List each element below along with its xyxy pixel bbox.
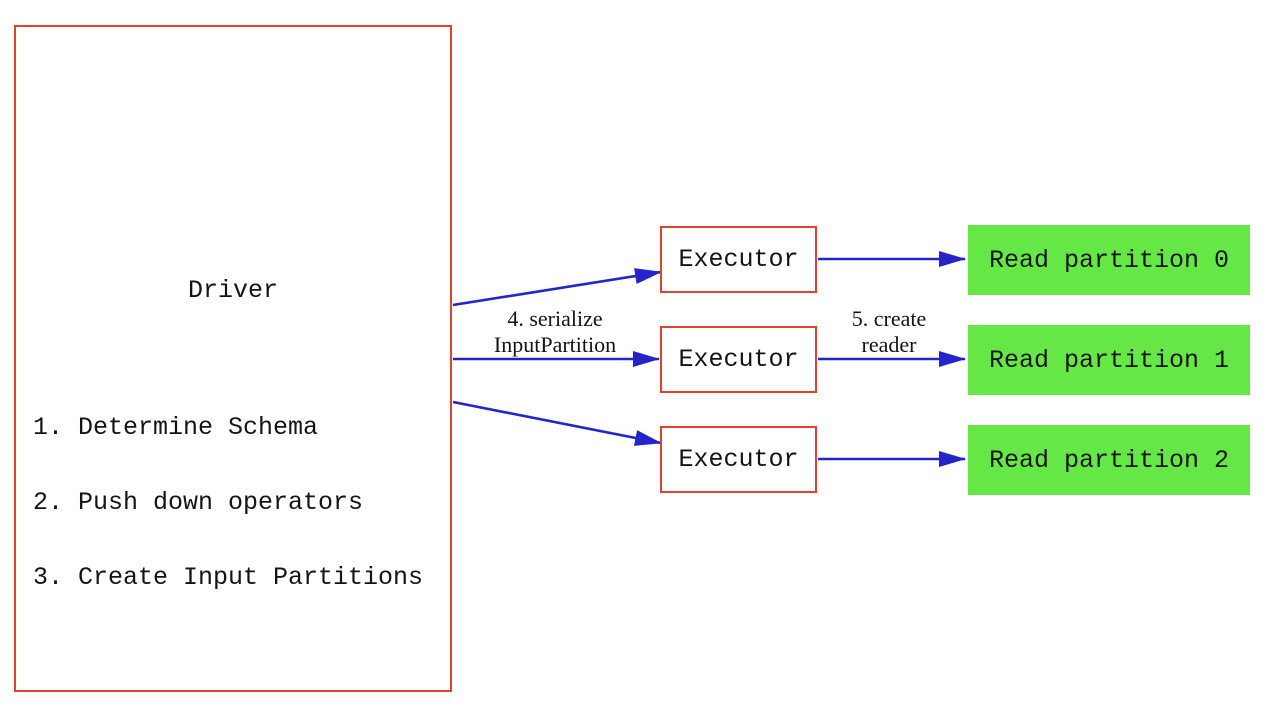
driver-step-2: 2. Push down operators [33, 488, 364, 517]
serialize-edge-label: 4. serialize InputPartition [455, 306, 655, 358]
create-reader-edge-label-line2: reader [861, 332, 917, 357]
read-partition-label: Read partition 1 [988, 345, 1230, 375]
driver-steps-list: 1. Determine Schema 2. Push down operato… [33, 365, 423, 640]
executor-label: Executor [678, 245, 799, 274]
create-reader-edge-label: 5. create reader [814, 306, 964, 358]
executor-node-2: Executor [660, 426, 817, 493]
serialize-edge-label-line2: InputPartition [493, 332, 617, 357]
read-partition-node-1: Read partition 1 [968, 325, 1250, 395]
read-partition-label: Read partition 0 [988, 245, 1230, 275]
driver-node [14, 25, 452, 692]
edge-driver-to-executor-0 [452, 268, 662, 307]
create-reader-edge-label-line1: 5. create [851, 306, 927, 331]
executor-node-1: Executor [660, 326, 817, 393]
read-partition-node-0: Read partition 0 [968, 225, 1250, 295]
driver-title: Driver [187, 276, 278, 305]
executor-node-0: Executor [660, 226, 817, 293]
read-partition-label: Read partition 2 [988, 445, 1230, 475]
executor-label: Executor [678, 345, 799, 374]
edge-driver-to-executor-2 [452, 400, 662, 446]
read-partition-node-2: Read partition 2 [968, 425, 1250, 495]
driver-step-3: 3. Create Input Partitions [33, 563, 424, 592]
executor-label: Executor [678, 445, 799, 474]
driver-step-1: 1. Determine Schema [33, 413, 319, 442]
serialize-edge-label-line1: 4. serialize [507, 306, 603, 331]
